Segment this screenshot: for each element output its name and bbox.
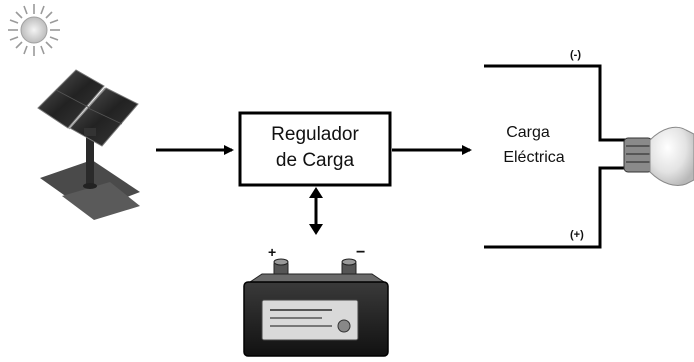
battery-plus-label: + [268, 244, 276, 260]
light-bulb-icon [623, 126, 694, 186]
arrow-regulator-battery [309, 187, 323, 235]
regulator-label-line2: de Carga [276, 150, 355, 171]
regulator-label-line1: Regulador [271, 124, 359, 145]
battery-icon: + − [243, 244, 389, 357]
sun-icon [8, 4, 60, 56]
load-circuit [484, 64, 630, 249]
load-top-polarity: (-) [570, 49, 581, 61]
load-label-line1: Carga [506, 124, 550, 141]
regulator-block: Regulador de Carga [238, 111, 392, 187]
solar-panel-icon [37, 69, 140, 220]
load-label-line2: Eléctrica [503, 149, 564, 166]
load-bottom-polarity: (+) [570, 229, 584, 241]
battery-minus-label: − [356, 244, 365, 261]
